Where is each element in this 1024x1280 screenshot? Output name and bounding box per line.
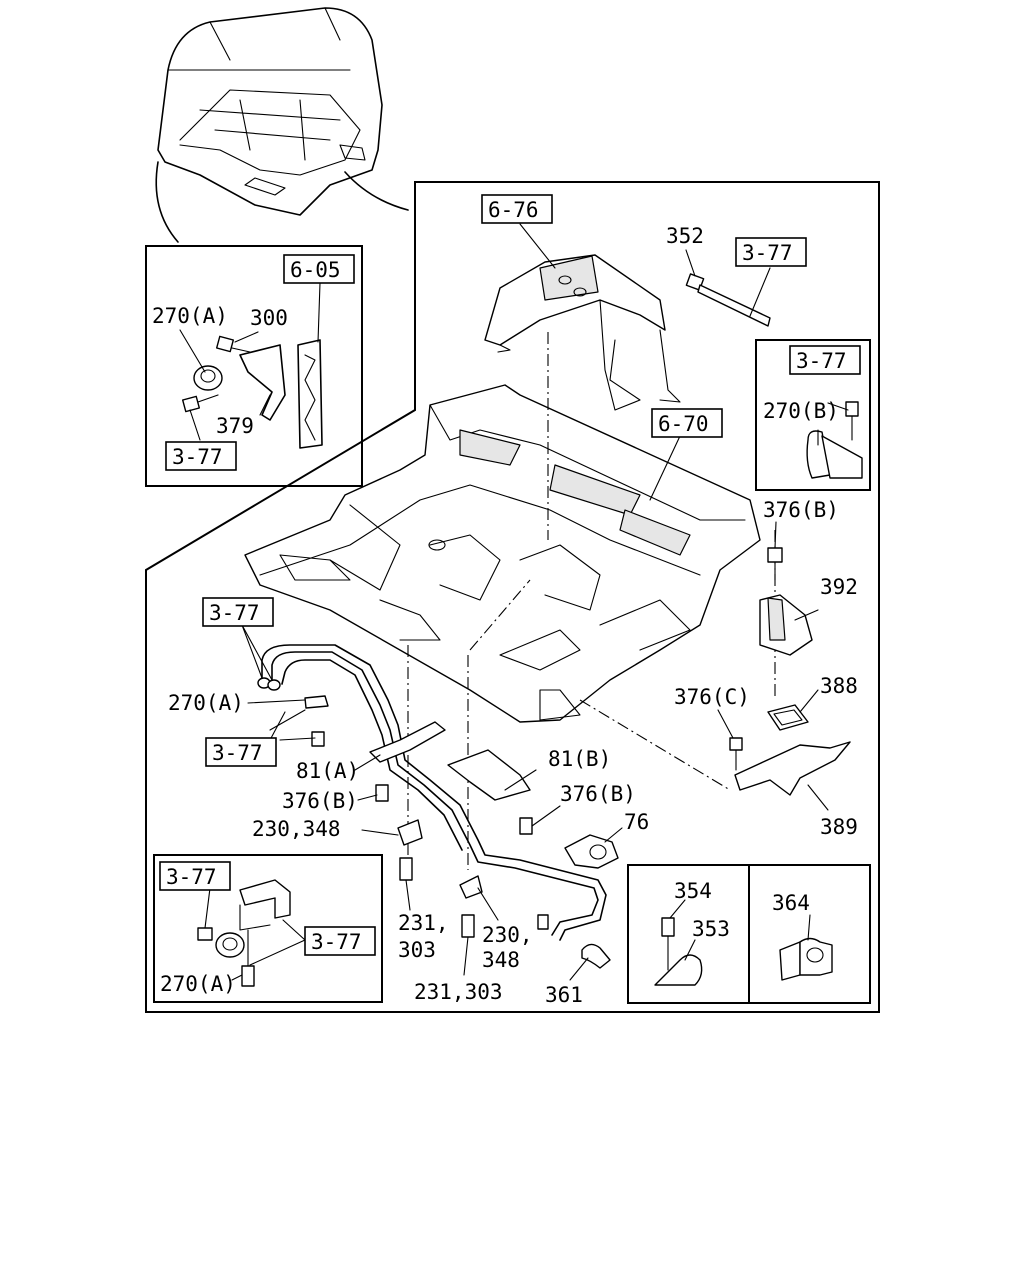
rod-352 [685,273,771,327]
ref-3-77-bl-b-text: 3-77 [311,930,362,954]
clip-364 [779,937,833,981]
floor-panel [244,384,761,723]
ref-box-3-77-inset-left: 3-77 [165,441,237,471]
label-352: 352 [666,224,704,248]
ref-box-6-05: 6-05 [283,254,355,284]
label-300: 300 [250,306,288,330]
ref-3-77-bl-a-text: 3-77 [166,865,217,889]
label-76: 76 [624,810,649,834]
label-pointers [179,223,849,981]
label-81a: 81(A) [296,759,359,783]
inset-bottom-left-parts [197,879,291,987]
ref-box-6-70: 6-70 [651,408,723,438]
ref-box-3-77-clip: 3-77 [205,737,277,767]
label-376b-mid: 376(B) [560,782,636,806]
label-376c: 376(C) [674,685,750,709]
label-376b-left: 376(B) [282,789,358,813]
ref-6-70-text: 6-70 [658,412,709,436]
label-348-b: 348 [482,948,520,972]
clamp-353-354 [654,917,703,986]
main-frame [145,181,880,1013]
label-270b: 270(B) [763,399,839,423]
label-353: 353 [692,917,730,941]
label-364: 364 [772,891,810,915]
ref-3-77-inset-right-text: 3-77 [796,349,847,373]
ref-box-3-77-bl-a: 3-77 [159,861,231,891]
ref-3-77-clip-text: 3-77 [212,741,263,765]
ref-box-3-77-top: 3-77 [735,237,807,267]
label-388: 388 [820,674,858,698]
ref-box-3-77-bl-b: 3-77 [304,926,376,956]
label-270a-inset: 270(A) [152,304,228,328]
label-231-a: 231, [398,911,449,935]
bracket-392-388-389 [729,547,851,796]
label-270a-pipe: 270(A) [168,691,244,715]
label-354: 354 [674,879,712,903]
ref-6-05-text: 6-05 [290,258,341,282]
ref-3-77-pipe-text: 3-77 [209,601,260,625]
label-376b-top: 376(B) [763,498,839,522]
label-392: 392 [820,575,858,599]
inset-right-clip [755,339,871,491]
label-389: 389 [820,815,858,839]
part-labels: 352 270(A) 300 379 270(B) 376(B) 392 388… [152,224,858,1007]
label-361: 361 [545,983,583,1007]
label-230-b: 230, [482,923,533,947]
inset-left-bracket [145,245,363,487]
inset-left-parts [181,335,323,449]
bracket-6-76 [484,254,681,411]
ref-3-77-top-text: 3-77 [742,241,793,265]
inset-right-parts [806,401,863,479]
ref-box-6-76: 6-76 [481,194,553,224]
ref-box-3-77-inset-right: 3-77 [789,345,861,375]
label-270a-bl: 270(A) [160,972,236,996]
label-230-348-a: 230,348 [252,817,341,841]
ref-3-77-inset-left-text: 3-77 [172,445,223,469]
label-231-303-b: 231,303 [414,980,503,1004]
inset-bottom-left [153,854,383,1003]
ref-6-76-text: 6-76 [488,198,539,222]
label-303-a: 303 [398,938,436,962]
cab-overview-illustration [155,7,409,243]
ref-box-3-77-pipe: 3-77 [202,597,274,627]
label-379: 379 [216,414,254,438]
label-81b: 81(B) [548,747,611,771]
